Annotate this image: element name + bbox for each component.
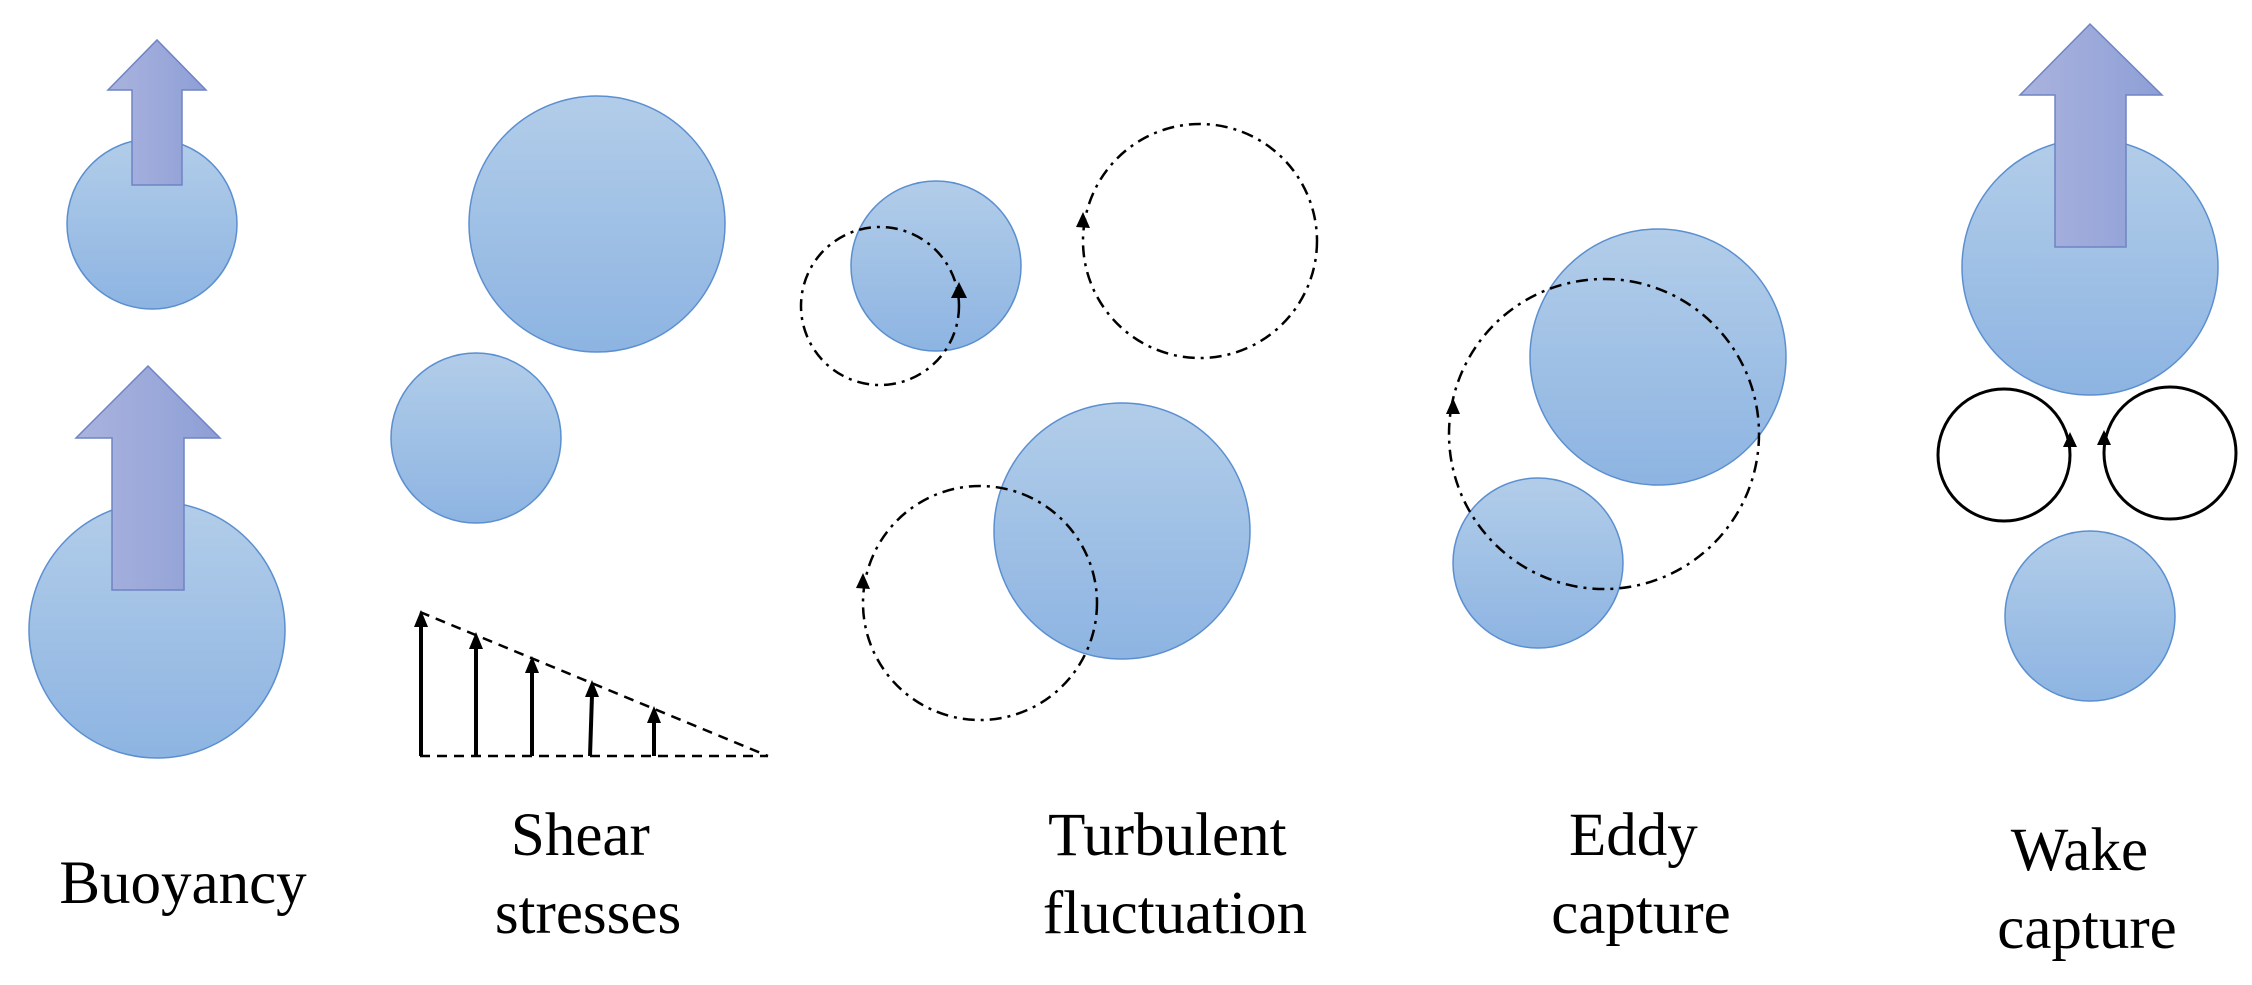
vortex-icon	[1936, 387, 2077, 523]
velocity-vector-icon	[585, 680, 599, 757]
velocity-vector-icon	[525, 656, 539, 756]
velocity-vector-icon	[469, 632, 483, 756]
velocity-profile	[414, 610, 769, 758]
caption-wake-capture: Wake capture	[1997, 817, 2177, 962]
caption-line: Wake	[2011, 817, 2148, 884]
small-bubble-icon	[2004, 530, 2176, 702]
caption-line: stresses	[495, 880, 681, 947]
panel-turbulent-fluctuation: Turbulent fluctuation	[799, 122, 1319, 947]
velocity-vector-icon	[647, 706, 661, 756]
panel-wake-capture: Wake capture	[1936, 22, 2238, 962]
caption-line: Shear	[511, 802, 650, 869]
wake-arrow-icon	[2018, 22, 2164, 248]
large-bubble-icon	[468, 95, 726, 353]
panel-buoyancy: Buoyancy	[28, 38, 307, 917]
caption-turbulent-fluctuation: Turbulent fluctuation	[1043, 802, 1307, 947]
large-bubble-icon	[1529, 228, 1787, 486]
caption-line: Eddy	[1569, 802, 1698, 869]
caption-line: Turbulent	[1048, 802, 1286, 869]
velocity-vector-icon	[414, 610, 428, 756]
small-bubble-icon	[390, 352, 562, 524]
caption-line: capture	[1997, 895, 2177, 962]
vortex-icon	[856, 484, 1099, 722]
caption-eddy-capture: Eddy capture	[1551, 802, 1731, 947]
vortex-icon	[1076, 122, 1319, 360]
panel-eddy-capture: Eddy capture	[1446, 228, 1787, 947]
small-buoyancy-arrow-icon	[106, 38, 208, 186]
large-bubble-icon	[993, 402, 1251, 660]
caption-buoyancy: Buoyancy	[59, 850, 307, 917]
caption-line: fluctuation	[1043, 880, 1307, 947]
vortex-icon	[799, 225, 967, 387]
panel-shear-stresses: Shear stresses	[390, 95, 769, 947]
caption-line: Buoyancy	[59, 850, 307, 917]
vortex-icon	[2097, 385, 2238, 521]
small-bubble-icon	[1452, 477, 1624, 649]
caption-line: capture	[1551, 880, 1731, 947]
large-buoyancy-arrow-icon	[74, 364, 222, 591]
profile-envelope	[419, 610, 769, 758]
caption-shear-stresses: Shear stresses	[495, 802, 681, 947]
small-bubble-icon	[850, 180, 1022, 352]
vortex-icon	[1446, 277, 1761, 591]
